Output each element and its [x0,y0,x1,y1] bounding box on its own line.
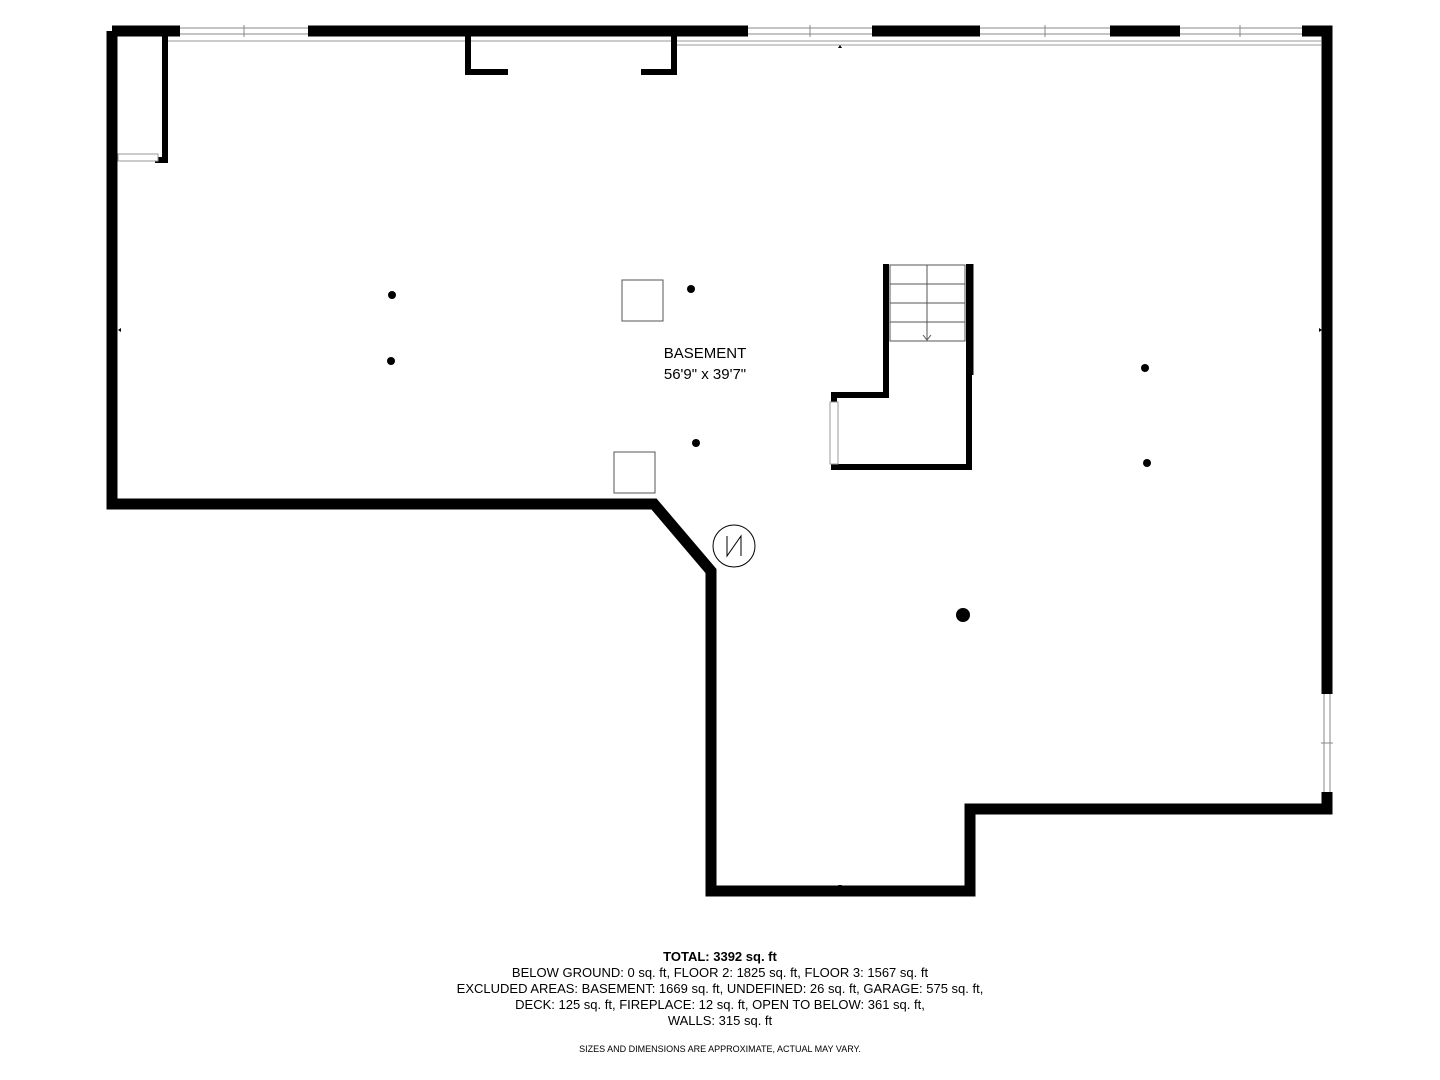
left-closet-wall [155,36,168,163]
stair-walls [831,264,972,470]
support-posts [387,285,1151,622]
room-dimensions-label: 56'9" x 39'7" [663,366,747,383]
exterior-walls [106,25,1333,897]
top-windows [180,25,1302,37]
floor-plan [106,25,1333,897]
stairs-arrow-icon [922,334,932,341]
square-fixture-2 [613,451,656,494]
stairs [889,264,966,342]
total-area: TOTAL: 3392 sq. ft [663,949,777,964]
top-notch-walls [465,36,677,75]
closet-door [117,153,159,162]
tick-markers [118,45,1322,888]
disclaimer: SIZES AND DIMENSIONS ARE APPROXIMATE, AC… [579,1044,861,1054]
room-name-label: BASEMENT [663,345,747,362]
area-line-4: WALLS: 315 sq. ft [667,1013,773,1028]
compass-rose-icon [712,524,756,568]
area-line-1: BELOW GROUND: 0 sq. ft, FLOOR 2: 1825 sq… [511,965,929,980]
area-line-3: DECK: 125 sq. ft, FIREPLACE: 12 sq. ft, … [515,997,925,1012]
area-line-2: EXCLUDED AREAS: BASEMENT: 1669 sq. ft, U… [456,981,984,996]
stair-door [829,401,839,465]
right-window [1321,694,1333,792]
square-fixture-1 [621,279,664,322]
